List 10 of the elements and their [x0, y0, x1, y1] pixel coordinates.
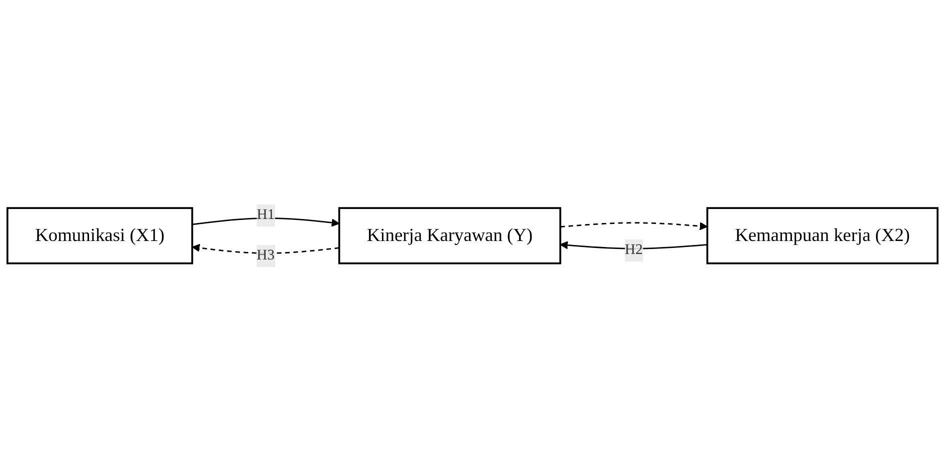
edge-label: H2 — [624, 242, 643, 258]
node-box: Kinerja Karyawan (Y) — [338, 206, 562, 264]
arrow — [192, 244, 340, 254]
node-box: Komunikasi (X1) — [6, 206, 194, 264]
arrow — [560, 222, 708, 230]
edge-label: H1 — [256, 206, 275, 223]
arrow — [560, 240, 708, 250]
edge-label: H3 — [256, 247, 275, 264]
node-box: Kemampuan kerja (X2) — [706, 206, 938, 264]
arrow — [192, 217, 340, 227]
